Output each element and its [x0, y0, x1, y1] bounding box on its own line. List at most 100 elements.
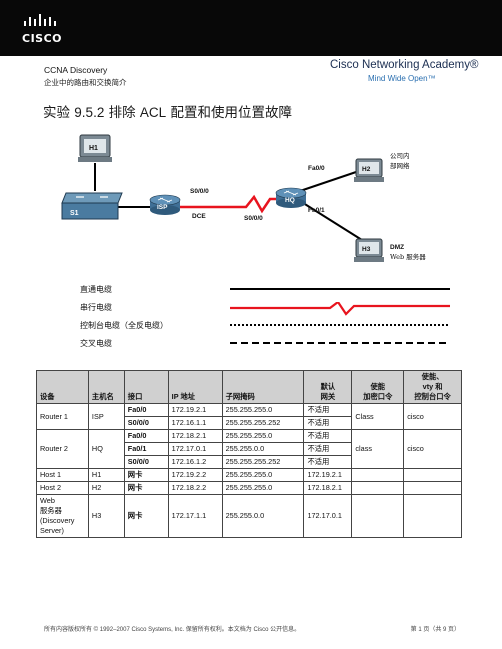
cell-r1-mask-1: 255.255.255.252	[221, 416, 305, 430]
cell-host1-mask: 255.255.255.0	[221, 468, 305, 482]
cell-host2-vty	[403, 481, 462, 495]
cell-r2-mask-0: 255.255.255.0	[221, 429, 305, 443]
label-fa00: Fa0/0	[308, 165, 325, 172]
cell-r2-device: Router 2	[36, 429, 89, 469]
topology-diagram: H1 S1 ISP S0/0/0 DCE S0/0/0 HQ Fa0/0 Fa0…	[61, 134, 426, 262]
th-mask: 子网掩码	[221, 370, 305, 404]
legend-label-straight: 直通电缆	[80, 285, 112, 294]
header-banner: CISCO	[0, 0, 502, 56]
table-row: S0/0/0 172.16.1.2 255.255.255.252 不适用	[37, 455, 462, 469]
cell-host2-gw: 172.18.2.1	[303, 481, 353, 495]
th-vty-line1: 使能、	[421, 372, 444, 381]
web-device-line3: (Discovery	[40, 516, 75, 525]
cell-r1-device: Router 1	[36, 403, 89, 430]
legend-label-console: 控制台电缆（全反电缆）	[80, 321, 168, 330]
link-hq-h2	[299, 169, 363, 192]
cell-host2-host: H2	[87, 481, 125, 495]
cell-host2-secret	[351, 481, 405, 495]
cell-host1-device: Host 1	[36, 468, 89, 482]
cell-r2-ip-0: 172.18.2.1	[167, 429, 223, 443]
logo-wordmark: CISCO	[22, 32, 63, 45]
cell-r2-gw-1: 不适用	[303, 442, 353, 456]
cell-r2-iface-2: S0/0/0	[123, 455, 169, 469]
note-h3-line1: DMZ	[390, 244, 404, 251]
note-h3-line2: Web 服务器	[390, 252, 426, 261]
router-hq-icon: HQ	[275, 187, 307, 208]
cell-r1-iface-1: S0/0/0	[123, 416, 169, 430]
cell-web-ip: 172.17.1.1	[167, 494, 223, 538]
cell-host1-ip: 172.19.2.2	[167, 468, 223, 482]
legend-label-serial: 串行电缆	[80, 303, 112, 312]
academy-name: Cisco Networking Academy®	[330, 59, 479, 71]
cell-host2-device: Host 2	[36, 481, 89, 495]
web-device-line2: 服务器	[40, 506, 62, 515]
academy-tagline: Mind Wide Open™	[368, 74, 436, 83]
title-suffix: 配置和使用位置故障	[166, 105, 292, 121]
cell-web-iface: 网卡	[123, 494, 169, 538]
legend-dashed-line	[230, 342, 450, 344]
cell-host1-secret	[351, 468, 405, 482]
page-title: 实验 9.5.2 排除 ACL 配置和使用位置故障	[43, 101, 292, 121]
th-vty-line3: 控制台口令	[414, 392, 451, 401]
cell-r2-secret: class	[351, 429, 405, 469]
link-hq-h3	[299, 200, 363, 241]
table-header-row: 设备 主机名 接口 IP 地址 子网掩码 默认网关 使能加密口令 使能、vty …	[36, 370, 462, 404]
label-h2: H2	[362, 166, 371, 173]
th-ip: IP 地址	[167, 370, 223, 404]
th-gateway-line2: 网关	[320, 392, 336, 401]
cell-host1-host: H1	[87, 468, 125, 482]
cell-r2-iface-0: Fa0/0	[123, 429, 169, 443]
serial-link-isp-hq	[178, 194, 302, 214]
pc-h3-icon: H3	[354, 238, 384, 262]
switch-s1-icon: S1	[61, 192, 123, 220]
th-interface: 接口	[123, 370, 169, 404]
title-prefix: 实验	[43, 105, 75, 121]
title-middle: 排除	[104, 105, 140, 121]
addressing-table: 设备 主机名 接口 IP 地址 子网掩码 默认网关 使能加密口令 使能、vty …	[36, 370, 462, 538]
cell-host2-iface: 网卡	[123, 481, 169, 495]
legend-dotted-line	[230, 324, 450, 326]
cisco-logo: CISCO	[22, 12, 62, 46]
router-isp-icon: ISP	[149, 194, 181, 215]
cell-r1-secret: Class	[351, 403, 405, 430]
cell-host2-mask: 255.255.255.0	[221, 481, 305, 495]
th-gateway: 默认网关	[303, 370, 353, 404]
academy-logo: Cisco Networking Academy® Mind Wide Open…	[330, 57, 488, 91]
footer-page-number: 第 1 页（共 9 页）	[410, 627, 460, 633]
legend-straight: 直通电缆	[80, 284, 460, 298]
cell-r2-mask-2: 255.255.255.252	[221, 455, 305, 469]
th-device: 设备	[36, 370, 89, 404]
cisco-bridge-icon	[24, 14, 56, 26]
cell-r1-ip-1: 172.16.1.1	[167, 416, 223, 430]
th-hostname: 主机名	[87, 370, 125, 404]
label-hq-s000: S0/0/0	[244, 215, 263, 222]
label-dce: DCE	[192, 213, 206, 220]
legend-serial-line	[230, 302, 450, 316]
label-h3: H3	[362, 246, 371, 253]
cell-r1-ip-0: 172.19.2.1	[167, 403, 223, 417]
course-name: CCNA Discovery	[44, 65, 108, 75]
cell-web-host: H3	[87, 494, 125, 538]
cell-host1-vty	[403, 468, 462, 482]
note-h2-line1: 公司内	[390, 151, 410, 160]
th-vty-line2: vty 和	[422, 382, 443, 391]
cell-web-secret	[351, 494, 405, 538]
cell-r2-ip-2: 172.16.1.2	[167, 455, 223, 469]
course-subtitle: 企业中的路由和交换简介	[44, 78, 127, 87]
label-hq: HQ	[285, 197, 295, 204]
label-fa01: Fa0/1	[308, 207, 325, 214]
cell-r2-host: HQ	[87, 429, 125, 469]
table-row: Router 1 ISP Fa0/0 172.19.2.1 255.255.25…	[36, 403, 462, 430]
pc-h2-icon: H2	[354, 158, 384, 182]
cell-host1-gw: 172.19.2.1	[303, 468, 353, 482]
table-row: Fa0/1 172.17.0.1 255.255.0.0 不适用	[37, 442, 462, 456]
cell-r2-gw-2: 不适用	[303, 455, 353, 469]
th-enable-line1: 使能	[370, 382, 386, 391]
cell-r2-mask-1: 255.255.0.0	[221, 442, 305, 456]
cell-r1-gw-0: 不适用	[303, 403, 353, 417]
th-vty: 使能、vty 和控制台口令	[403, 370, 462, 404]
title-acl: ACL	[139, 105, 167, 120]
cell-r1-gw-1: 不适用	[303, 416, 353, 430]
